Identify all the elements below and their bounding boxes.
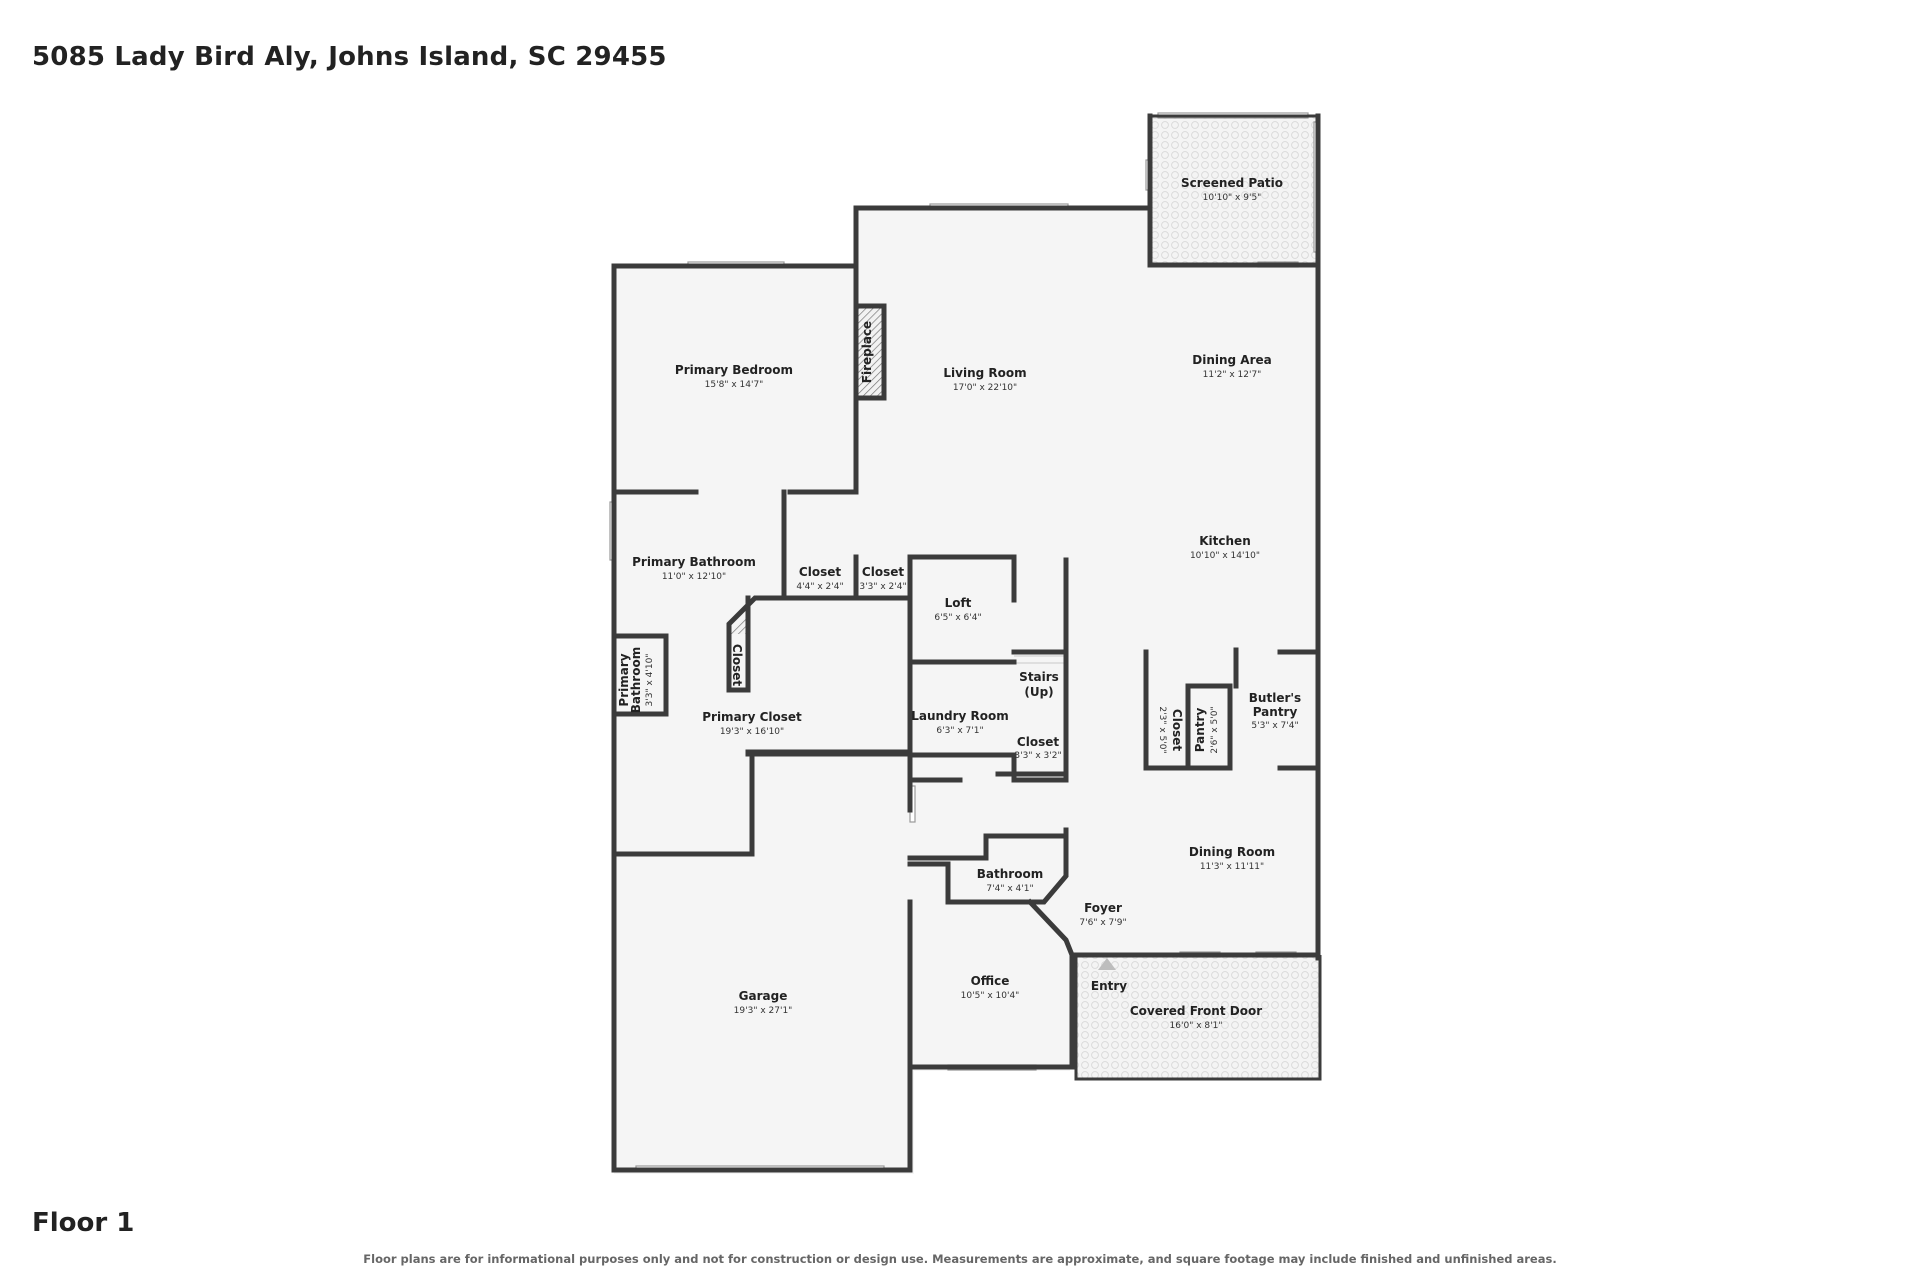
dim-loft: 6'5" x 6'4" bbox=[934, 613, 981, 623]
dim-foyer: 7'6" x 7'9" bbox=[1079, 918, 1126, 928]
interior-walls bbox=[611, 263, 1321, 1070]
label-garage: Garage bbox=[739, 989, 788, 1003]
label-primary-bathroom-2b: Bathroom bbox=[629, 647, 643, 713]
fireplace-hearth bbox=[858, 306, 884, 398]
label-butlers-pantry-2: Pantry bbox=[1253, 705, 1298, 719]
closet-hatch bbox=[729, 614, 748, 634]
dim-dining-area: 11'2" x 12'7" bbox=[1203, 370, 1262, 380]
label-butlers-pantry-1: Butler's bbox=[1249, 691, 1301, 705]
screened-patio-floor bbox=[1150, 116, 1318, 265]
label-closet-4: Closet bbox=[1170, 709, 1184, 751]
room-labels: Screened Patio 10'10" x 9'5" Primary Bed… bbox=[617, 176, 1301, 1031]
label-primary-bathroom: Primary Bathroom bbox=[632, 555, 756, 569]
label-stairs-2: (Up) bbox=[1024, 685, 1053, 699]
label-primary-bathroom-2a: Primary bbox=[617, 653, 631, 706]
label-closet-small: Closet bbox=[730, 644, 744, 686]
address-title: 5085 Lady Bird Aly, Johns Island, SC 294… bbox=[32, 42, 667, 72]
dim-pantry: 2'6" x 5'0" bbox=[1210, 706, 1220, 753]
dim-primary-bedroom: 15'8" x 14'7" bbox=[705, 380, 764, 390]
entry-arrow-icon bbox=[1098, 958, 1116, 970]
dim-closet-4: 2'3" x 5'0" bbox=[1157, 706, 1167, 753]
covered-front-door-floor bbox=[1076, 955, 1320, 1079]
dim-closet-2: 3'3" x 2'4" bbox=[859, 582, 906, 592]
label-dining-area: Dining Area bbox=[1192, 353, 1271, 367]
dim-closet-1: 4'4" x 2'4" bbox=[796, 582, 843, 592]
dim-office: 10'5" x 10'4" bbox=[961, 991, 1020, 1001]
label-closet-2: Closet bbox=[862, 565, 904, 579]
dim-primary-bathroom-2: 3'3" x 4'10" bbox=[645, 654, 655, 707]
disclaimer-text: Floor plans are for informational purpos… bbox=[363, 1252, 1557, 1266]
dim-butlers-pantry: 5'3" x 7'4" bbox=[1251, 721, 1298, 731]
label-screened-patio: Screened Patio bbox=[1181, 176, 1283, 190]
label-stairs-1: Stairs bbox=[1019, 670, 1059, 684]
label-pantry: Pantry bbox=[1193, 708, 1207, 753]
floor-label: Floor 1 bbox=[32, 1208, 135, 1238]
label-covered-front-door: Covered Front Door bbox=[1130, 1004, 1262, 1018]
label-fireplace: Fireplace bbox=[860, 321, 874, 383]
label-entry: Entry bbox=[1091, 979, 1127, 993]
dim-bathroom: 7'4" x 4'1" bbox=[986, 884, 1033, 894]
label-closet-1: Closet bbox=[799, 565, 841, 579]
label-dining-room: Dining Room bbox=[1189, 845, 1275, 859]
stairs-treads bbox=[1014, 655, 1064, 664]
label-closet-3: Closet bbox=[1017, 735, 1059, 749]
dim-living-room: 17'0" x 22'10" bbox=[953, 383, 1017, 393]
patio-edges bbox=[1074, 113, 1322, 1081]
dim-garage: 19'3" x 27'1" bbox=[734, 1006, 793, 1016]
dim-kitchen: 10'10" x 14'10" bbox=[1190, 551, 1260, 561]
dim-primary-closet: 19'3" x 16'10" bbox=[720, 727, 784, 737]
floor-fill bbox=[614, 208, 1319, 1174]
label-bathroom: Bathroom bbox=[977, 867, 1043, 881]
dim-screened-patio: 10'10" x 9'5" bbox=[1203, 193, 1262, 203]
label-living-room: Living Room bbox=[943, 366, 1026, 380]
dim-primary-bathroom: 11'0" x 12'10" bbox=[662, 572, 726, 582]
label-laundry-room: Laundry Room bbox=[911, 709, 1009, 723]
dim-laundry-room: 6'3" x 7'1" bbox=[936, 726, 983, 736]
label-loft: Loft bbox=[945, 596, 972, 610]
label-primary-closet: Primary Closet bbox=[702, 710, 802, 724]
label-kitchen: Kitchen bbox=[1199, 534, 1251, 548]
label-office: Office bbox=[971, 974, 1010, 988]
label-primary-bedroom: Primary Bedroom bbox=[675, 363, 793, 377]
dim-closet-3: 3'3" x 3'2" bbox=[1014, 751, 1061, 761]
dim-dining-room: 11'3" x 11'11" bbox=[1200, 862, 1264, 872]
dim-covered-front-door: 16'0" x 8'1" bbox=[1170, 1021, 1223, 1031]
label-foyer: Foyer bbox=[1084, 901, 1122, 915]
